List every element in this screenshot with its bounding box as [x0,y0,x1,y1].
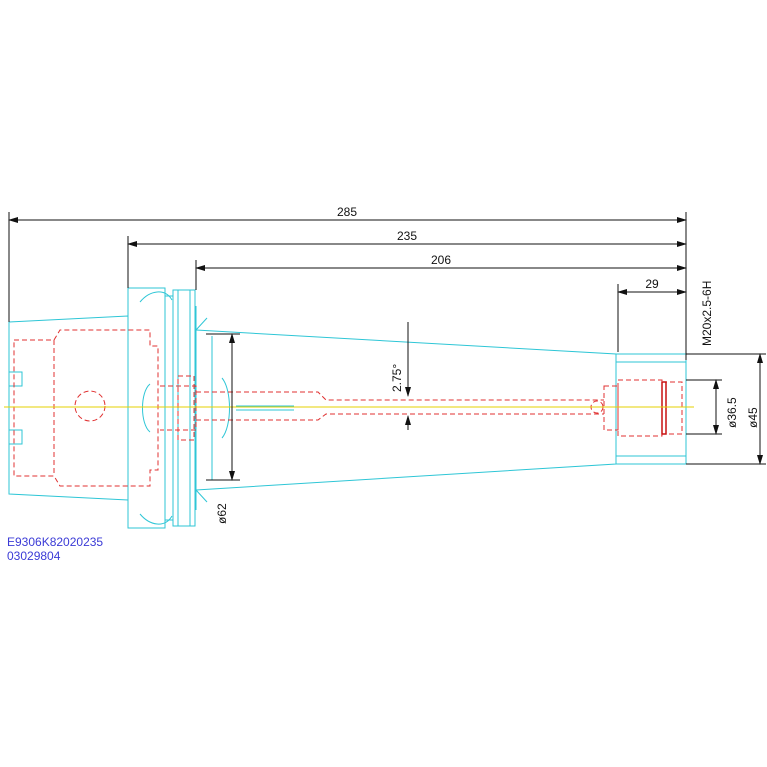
dimension-lines [8,212,766,481]
thread-solid-mark [661,381,667,435]
part-number: E9306K82020235 [7,535,104,549]
holder-outline [8,287,687,529]
hidden-lines [13,329,683,487]
dim-bore-depth: 29 [645,277,659,291]
part-code: 03029804 [7,549,61,563]
dim-thread: M20x2.5-6H [700,281,714,346]
dim-flange-length: 235 [397,229,417,243]
dim-tip-diameter: ø45 [746,407,760,428]
dim-taper-angle: 2.75° [390,364,404,392]
dim-body-length: 206 [431,253,451,267]
dim-base-diameter: ø62 [215,503,229,524]
dim-overall-length: 285 [337,205,357,219]
dim-bore-diameter: ø36.5 [725,397,739,428]
